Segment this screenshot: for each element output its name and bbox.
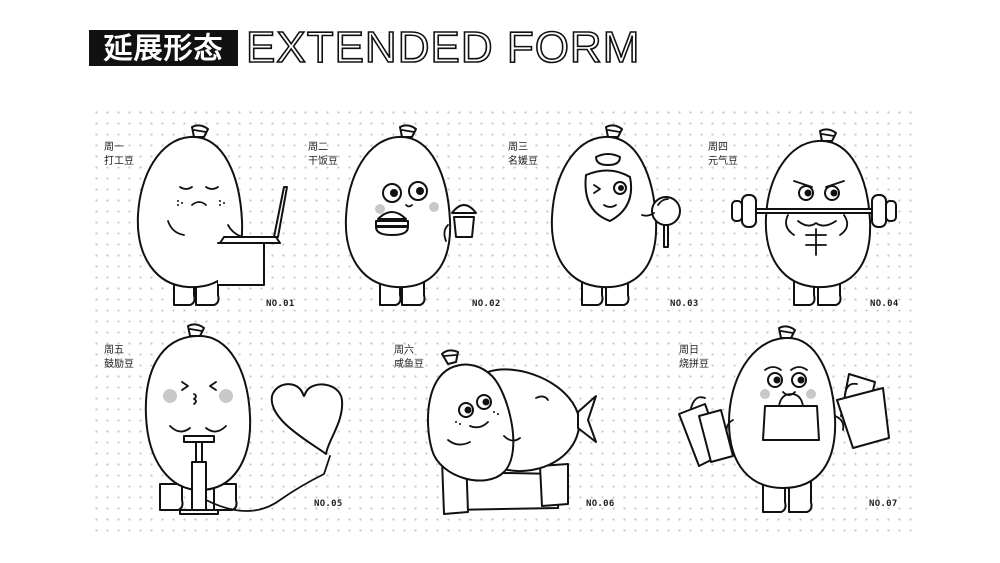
card-weekday: 周日 (679, 345, 699, 356)
character-card-7: 周日 烧拼豆 NO.07 (663, 318, 912, 533)
bean-facemask-mirror-icon (550, 125, 690, 311)
section-title-english: EXTENDED FORM (245, 23, 641, 72)
card-weekday: 周四 (708, 142, 728, 153)
card-character-name: 元气豆 (708, 156, 738, 167)
card-weekday: 周六 (394, 345, 414, 356)
character-card-2: 周二 干饭豆 NO.02 (294, 103, 500, 313)
card-day-label: 周四 元气豆 (708, 141, 738, 169)
character-card-5: 周五 鼓励豆 NO.05 (88, 318, 358, 533)
card-character-name: 干饭豆 (308, 156, 338, 167)
dot-grid-sheet: 周一 打工豆 NO.01 周二 干饭豆 (88, 103, 912, 533)
bean-pump-heart-balloon-icon (140, 324, 350, 524)
card-day-label: 周一 打工豆 (104, 141, 134, 169)
card-character-name: 鼓励豆 (104, 359, 134, 370)
card-weekday: 周三 (508, 142, 528, 153)
card-day-label: 周六 咸鱼豆 (394, 344, 424, 372)
card-character-name: 咸鱼豆 (394, 359, 424, 370)
card-number: NO.07 (869, 499, 898, 509)
card-day-label: 周日 烧拼豆 (679, 344, 709, 372)
card-number: NO.03 (670, 299, 699, 309)
character-card-1: 周一 打工豆 NO.01 (88, 103, 294, 313)
card-day-label: 周三 名媛豆 (508, 141, 538, 169)
card-number: NO.02 (472, 299, 501, 309)
bean-shopping-bags-icon (669, 324, 905, 518)
card-character-name: 烧拼豆 (679, 359, 709, 370)
bean-working-laptop-icon (134, 125, 294, 311)
card-weekday: 周二 (308, 142, 328, 153)
card-day-label: 周五 鼓励豆 (104, 344, 134, 372)
character-card-3: 周三 名媛豆 NO.03 (500, 103, 706, 313)
card-weekday: 周一 (104, 142, 124, 153)
bean-barbell-icon (736, 131, 902, 311)
bean-fish-sofa-icon (428, 352, 608, 522)
card-character-name: 名媛豆 (508, 156, 538, 167)
character-card-4: 周四 元气豆 NO.04 (706, 103, 912, 313)
card-day-label: 周二 干饭豆 (308, 141, 338, 169)
section-title-chinese: 延展形态 (89, 30, 238, 66)
card-number: NO.01 (266, 299, 295, 309)
card-number: NO.04 (870, 299, 899, 309)
bean-eating-burger-icon (348, 125, 488, 311)
card-character-name: 打工豆 (104, 156, 134, 167)
card-weekday: 周五 (104, 345, 124, 356)
character-card-6: 周六 咸鱼豆 NO.06 (378, 318, 638, 533)
card-number: NO.05 (314, 499, 343, 509)
card-number: NO.06 (586, 499, 615, 509)
